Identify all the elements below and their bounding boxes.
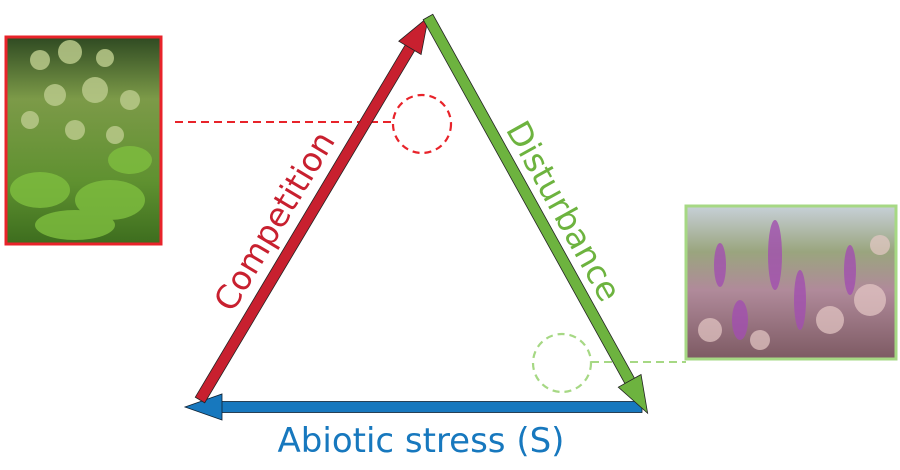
abiotic-stress-label: Abiotic stress (S) — [278, 421, 565, 461]
competitor-position-circle — [391, 93, 453, 155]
stress-tolerator-position-circle — [531, 332, 593, 394]
disturbance-label: Disturbance — [498, 114, 629, 308]
disturbance-arrow — [422, 13, 649, 415]
competitor-plant-photo — [4, 35, 163, 246]
stress-tolerant-heather-photo — [684, 204, 898, 361]
competition-arrow — [194, 15, 429, 404]
competition-label: Competition — [206, 124, 343, 317]
abiotic-stress-arrow — [183, 393, 643, 421]
